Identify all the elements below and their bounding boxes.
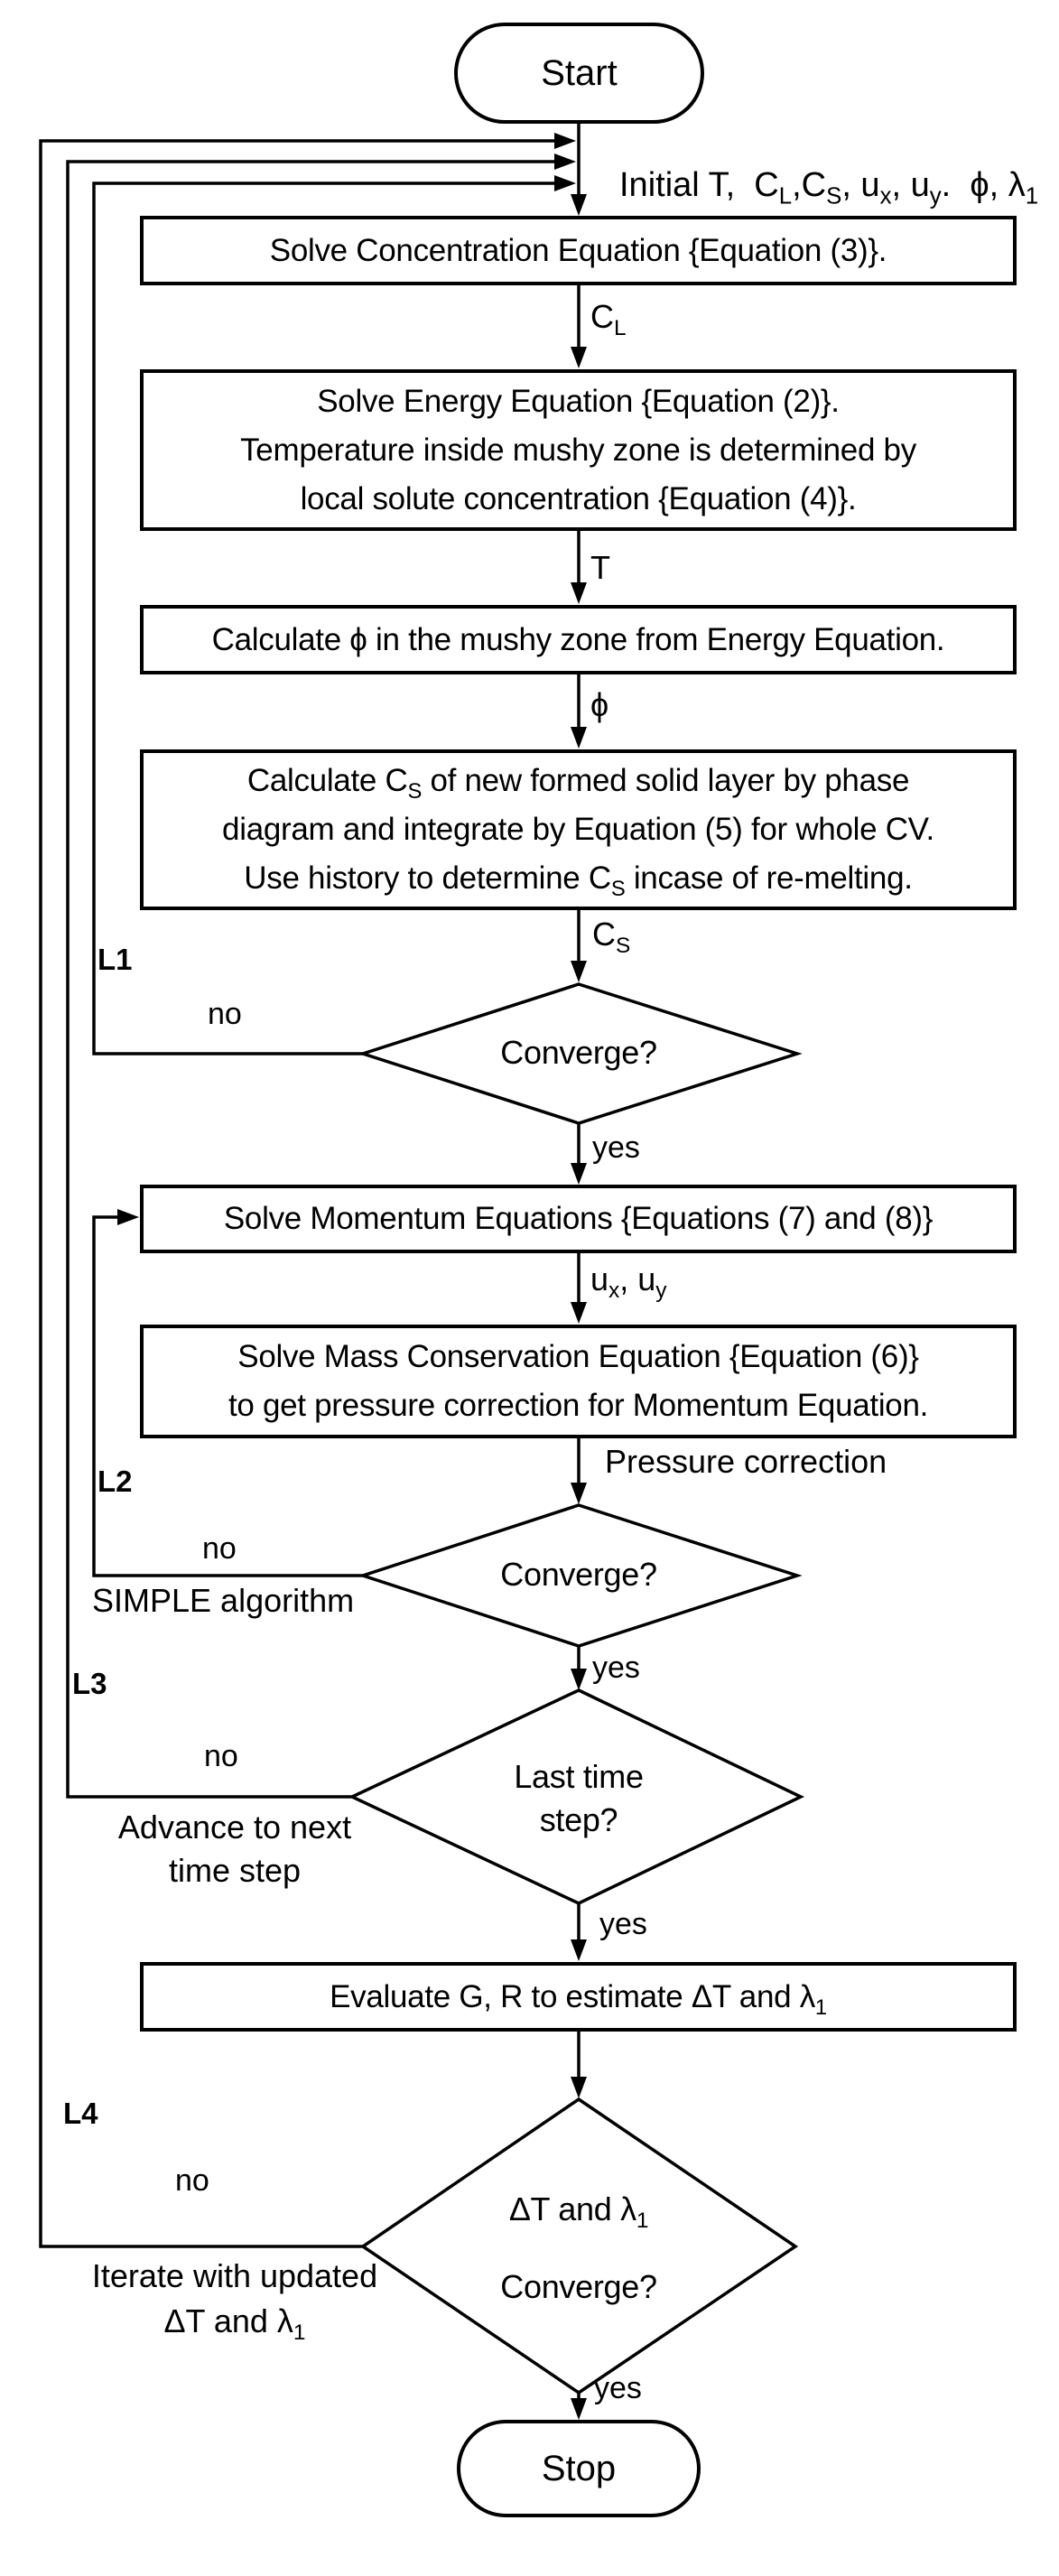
edge-label-pressure: Pressure correction — [605, 1443, 887, 1480]
loop-l4-line — [39, 139, 554, 2248]
decision-converge-1 — [358, 982, 803, 1125]
decision-final-label-1: ΔT and λ1 — [508, 2190, 649, 2234]
loop-note-simple: SIMPLE algorithm — [92, 1582, 355, 1619]
process-cs: Calculate CS of new formed solid layer b… — [140, 749, 1017, 910]
process-concentration: Solve Concentration Equation {Equation (… — [140, 216, 1017, 285]
loop-l3-line — [66, 160, 554, 1799]
loop-label-l2: L2 — [98, 1465, 133, 1498]
decision-final — [359, 2097, 799, 2395]
loop-label-l4: L4 — [63, 2097, 98, 2130]
loop-label-l3: L3 — [72, 1667, 107, 1700]
edge-label-t: T — [590, 549, 610, 586]
process-energy: Solve Energy Equation {Equation (2)}.Tem… — [140, 369, 1017, 531]
process-mass-label: Solve Mass Conservation Equation {Equati… — [228, 1339, 929, 1423]
start-label: Start — [541, 52, 618, 93]
edge-label-cl: CL — [590, 298, 627, 341]
stop-node: Stop — [457, 2420, 701, 2517]
decision-last-step — [348, 1688, 805, 1905]
stop-label: Stop — [541, 2448, 617, 2488]
edge-label-no-4: no — [175, 2163, 209, 2198]
decision-converge-2-label: Converge? — [500, 1556, 657, 1593]
process-momentum-label: Solve Momentum Equations {Equations (7) … — [223, 1201, 934, 1236]
process-momentum: Solve Momentum Equations {Equations (7) … — [140, 1185, 1017, 1253]
edge-label-no-1: no — [208, 997, 242, 1031]
process-evaluate-label: Evaluate G, R to estimate ΔT and λ1 — [330, 1978, 827, 2020]
process-concentration-label: Solve Concentration Equation {Equation (… — [269, 232, 887, 268]
edge-label-no-2: no — [202, 1531, 237, 1566]
edge-label-yes-1: yes — [592, 1130, 640, 1165]
edge-label-uxuy: ux, uy — [590, 1260, 667, 1304]
loop-label-l1: L1 — [98, 943, 133, 976]
edge-label-initial: Initial T, CL,CS, ux, uy. ϕ, λ1 — [619, 166, 1039, 209]
edge-label-cs: CS — [592, 916, 631, 959]
process-mass: Solve Mass Conservation Equation {Equati… — [140, 1325, 1017, 1438]
decision-converge-1-label: Converge? — [500, 1034, 657, 1071]
process-energy-label: Solve Energy Equation {Equation (2)}.Tem… — [240, 383, 916, 516]
process-cs-label: Calculate CS of new formed solid layer b… — [222, 763, 934, 901]
edge-label-yes-3: yes — [599, 1907, 647, 1941]
edge-label-no-3: no — [204, 1739, 238, 1773]
start-node: Start — [454, 23, 704, 124]
edge-label-yes-2: yes — [592, 1651, 640, 1685]
decision-converge-2 — [358, 1503, 803, 1648]
process-phi-label: Calculate ϕ in the mushy zone from Energ… — [211, 621, 945, 657]
edge-label-phi: ϕ — [590, 686, 609, 723]
process-evaluate: Evaluate G, R to estimate ΔT and λ1 — [140, 1962, 1017, 2032]
loop-l1-line — [92, 181, 554, 1056]
edge-label-yes-4: yes — [594, 2371, 642, 2405]
decision-final-label-2: Converge? — [500, 2268, 657, 2305]
loop-l2-line — [92, 1215, 363, 1577]
process-phi: Calculate ϕ in the mushy zone from Energ… — [140, 605, 1017, 674]
